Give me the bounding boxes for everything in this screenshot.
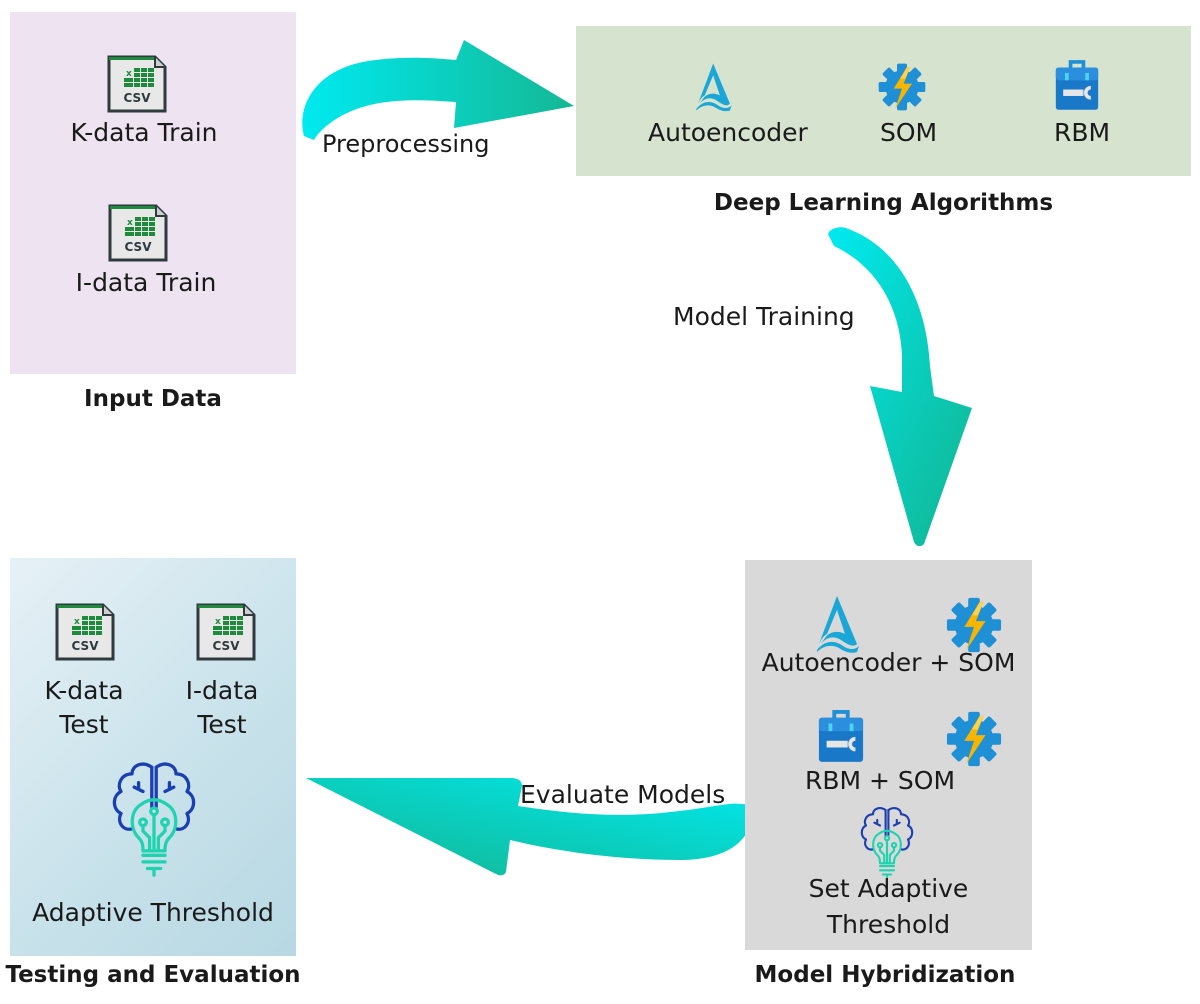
evaluate-models-arrow xyxy=(300,776,760,906)
model-training-arrow xyxy=(826,226,976,546)
csv-file-icon xyxy=(108,204,168,262)
autoencoder-icon xyxy=(693,60,735,114)
input-data-title: Input Data xyxy=(84,386,222,412)
autoencoder-icon xyxy=(813,592,863,656)
set-adaptive-threshold-label-line1: Set Adaptive xyxy=(808,874,969,903)
k-data-test-label-line2: Test xyxy=(59,710,109,739)
model-training-label: Model Training xyxy=(673,302,855,331)
i-data-train-label: I-data Train xyxy=(75,268,217,297)
csv-file-icon xyxy=(196,602,256,662)
evaluate-models-label: Evaluate Models xyxy=(520,780,726,809)
brain-lightbulb-icon xyxy=(859,804,915,882)
preprocessing-arrow xyxy=(296,36,578,146)
som-gear-bolt-icon xyxy=(945,710,1003,768)
rbm-toolbox-icon xyxy=(1054,56,1100,112)
brain-lightbulb-icon xyxy=(110,758,198,880)
som-gear-bolt-icon xyxy=(945,596,1003,654)
deep-learning-panel: Autoencoder SOM RBM xyxy=(576,26,1191,176)
i-data-test-label-line1: I-data xyxy=(185,676,259,705)
autoencoder-label: Autoencoder xyxy=(648,118,808,147)
input-data-panel: K-data Train I-data Train xyxy=(10,12,296,374)
k-data-train-label: K-data Train xyxy=(70,118,218,147)
som-gear-bolt-icon xyxy=(877,62,927,112)
model-hybridization-title: Model Hybridization xyxy=(754,962,1016,988)
som-label: SOM xyxy=(880,118,938,147)
set-adaptive-threshold-label-line2: Threshold xyxy=(826,910,951,939)
model-hybridization-panel: Autoencoder + SOM RBM + SOM Set Adaptive… xyxy=(745,560,1032,950)
k-data-test-label-line1: K-data xyxy=(44,676,124,705)
i-data-test-label-line2: Test xyxy=(197,710,247,739)
deep-learning-title: Deep Learning Algorithms xyxy=(713,190,1054,216)
csv-file-icon xyxy=(107,55,167,113)
rbm-toolbox-icon xyxy=(817,704,865,766)
testing-evaluation-panel: K-data Test I-data Test Adaptive Thresho… xyxy=(10,558,296,956)
rbm-label: RBM xyxy=(1054,118,1111,147)
autoencoder-som-label: Autoencoder + SOM xyxy=(761,648,1016,677)
testing-evaluation-title: Testing and Evaluation xyxy=(5,962,301,988)
adaptive-threshold-label: Adaptive Threshold xyxy=(32,898,274,927)
csv-file-icon xyxy=(55,602,115,662)
preprocessing-label: Preprocessing xyxy=(322,130,490,158)
rbm-som-label: RBM + SOM xyxy=(804,766,956,795)
